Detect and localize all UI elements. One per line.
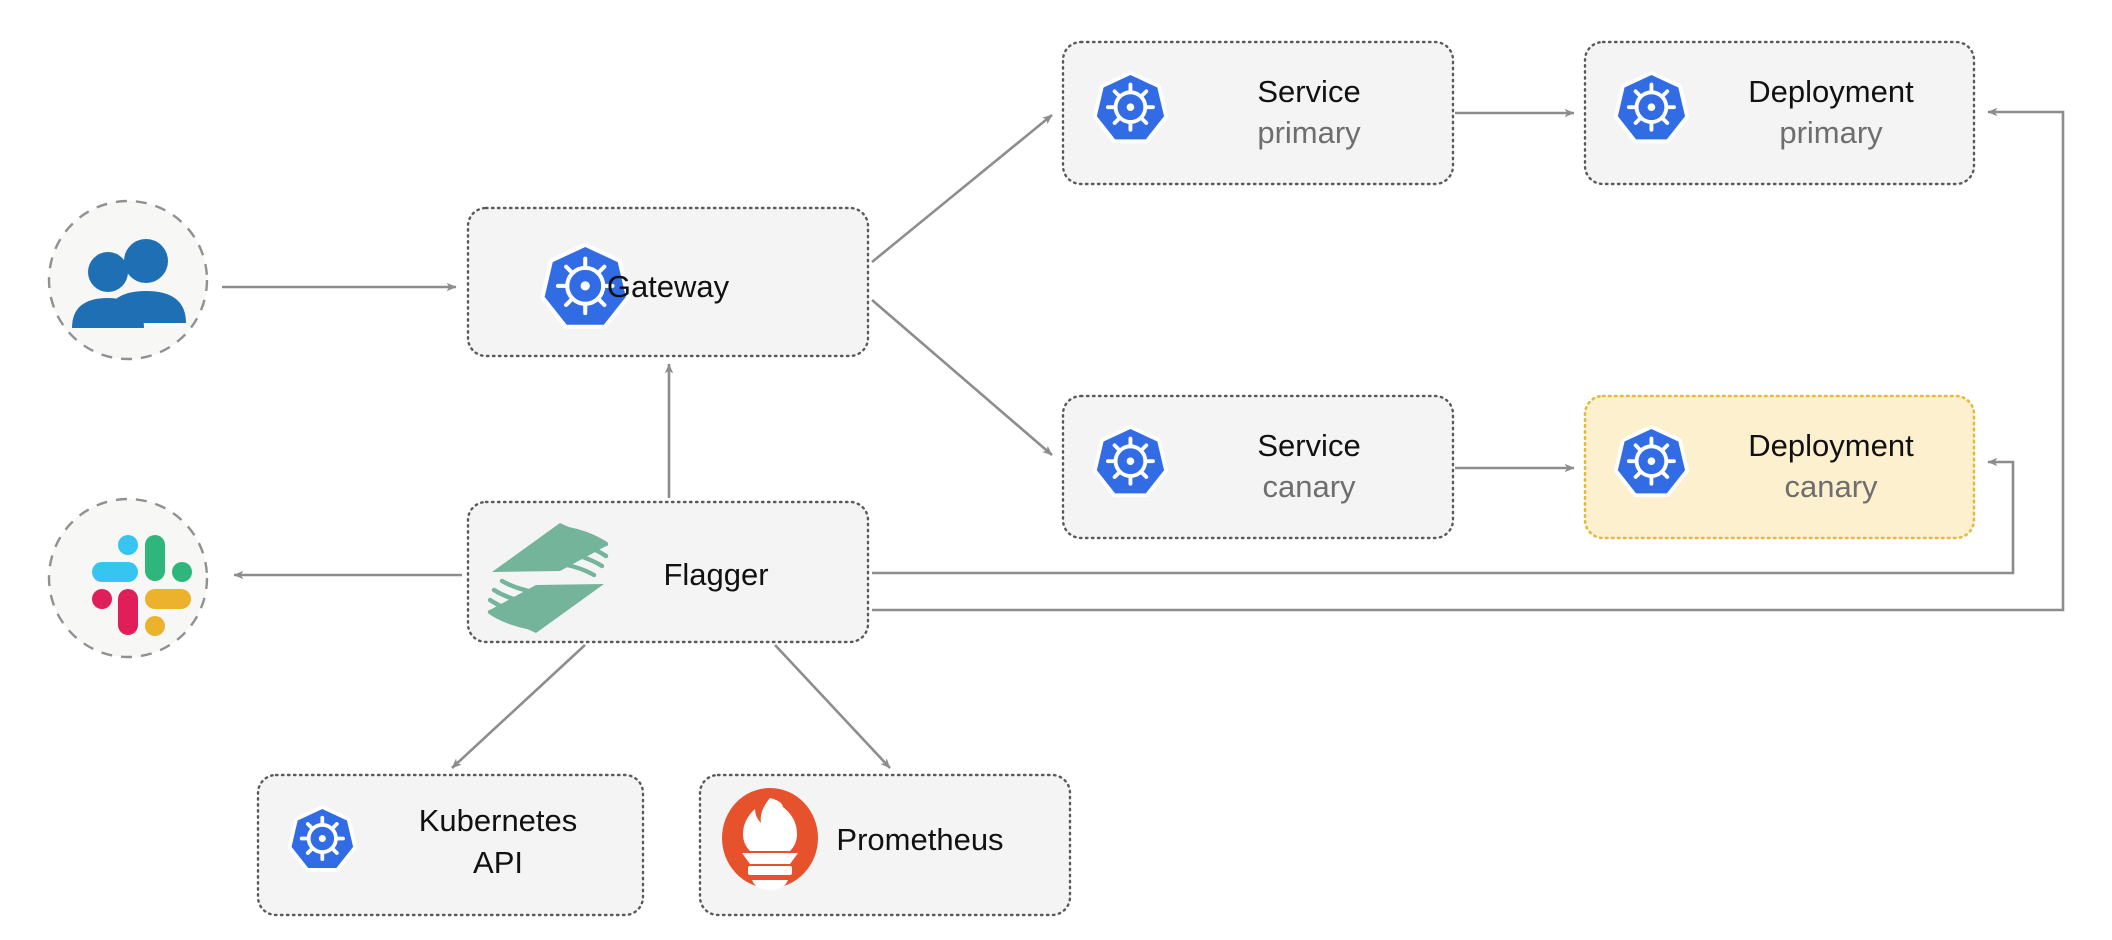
kubernetes-icon [1614,425,1689,498]
prometheus-label: Prometheus [836,822,1003,857]
edge-flagger-to-prometheus [774,644,891,769]
node-deployment-canary[interactable]: Deployment canary [1583,394,1976,540]
kubernetes-icon [1093,425,1168,498]
edge-flagger-to-deploy-canary [872,457,2015,575]
node-users[interactable] [47,199,209,361]
users-icon [72,239,186,328]
kubernetes-icon [540,242,630,329]
node-kubernetes-api[interactable]: Kubernetes API [256,773,645,917]
users-circle [47,199,209,361]
edge-flagger-to-deploy-primary [872,107,2065,612]
kubernetes-icon [1093,71,1168,144]
node-service-canary[interactable]: Service canary [1061,394,1455,540]
deployment-canary-title: Deployment [1748,428,1914,463]
service-primary-title: Service [1257,74,1360,109]
flagger-icon [487,523,609,633]
edge-gateway-to-service-primary [871,113,1053,264]
node-flagger[interactable]: Flagger [466,500,870,644]
edge-flagger-to-kubernetes-api [451,644,586,769]
kubernetes-icon [287,805,357,872]
gateway-label: Gateway [607,269,730,304]
node-deployment-primary[interactable]: Deployment primary [1583,40,1976,186]
service-canary-title: Service [1257,428,1360,463]
node-service-primary[interactable]: Service primary [1061,40,1455,186]
slack-icon [92,535,192,636]
kubernetes-api-box [256,773,645,917]
deployment-primary-subtitle: primary [1779,115,1883,150]
edge-gateway-to-service-canary [871,299,1053,456]
node-slack[interactable] [47,497,209,659]
kubernetes-api-label-line2: API [473,845,523,880]
service-canary-box [1061,394,1455,540]
deployment-canary-box [1583,394,1976,540]
deployment-primary-title: Deployment [1748,74,1914,109]
kubernetes-icon [1614,71,1689,144]
service-primary-subtitle: primary [1257,115,1361,150]
flagger-label: Flagger [663,557,768,592]
service-primary-box [1061,40,1455,186]
service-canary-subtitle: canary [1262,469,1356,504]
deployment-primary-box [1583,40,1976,186]
node-gateway[interactable]: Gateway [466,206,870,358]
kubernetes-api-label-line1: Kubernetes [419,803,578,838]
node-prometheus[interactable]: Prometheus [698,773,1072,917]
deployment-canary-subtitle: canary [1784,469,1878,504]
prometheus-icon [722,788,818,890]
